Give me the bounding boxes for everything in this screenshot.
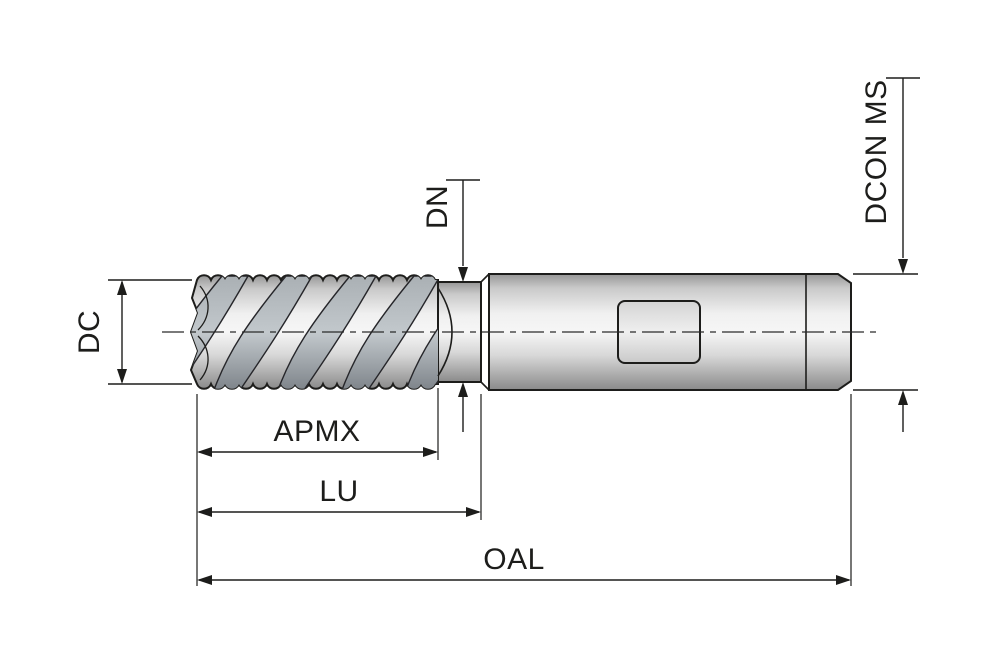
apmx-dimension bbox=[197, 447, 438, 457]
dc-dimension bbox=[108, 279, 192, 385]
oal-label: OAL bbox=[483, 543, 545, 576]
apmx-arrow-left bbox=[197, 447, 212, 457]
neck-step-chamfer-top bbox=[480, 273, 490, 283]
flute-bands bbox=[191, 275, 438, 389]
flute-band bbox=[191, 275, 250, 389]
dc-arrow-down bbox=[117, 369, 127, 384]
lu-arrow-left bbox=[197, 507, 212, 517]
dc-label: DC bbox=[73, 310, 106, 354]
dcon-label: DCON MS bbox=[860, 79, 893, 224]
end-tooth-gash-bottom bbox=[197, 335, 209, 381]
dcon-dimension bbox=[853, 77, 920, 432]
dn-arrow-up bbox=[458, 382, 468, 397]
dn-dimension bbox=[446, 179, 480, 432]
flute-band bbox=[404, 275, 438, 389]
lu-label: LU bbox=[319, 475, 358, 508]
oal-dimension bbox=[197, 575, 851, 585]
dn-label: DN bbox=[421, 185, 454, 229]
oal-arrow-right bbox=[836, 575, 851, 585]
dcon-arrow-down bbox=[898, 259, 908, 274]
length-extension-lines bbox=[196, 388, 852, 586]
tool-body bbox=[190, 273, 852, 391]
neck-step-chamfer-bottom bbox=[480, 381, 490, 391]
dn-arrow-down bbox=[458, 267, 468, 282]
flute-band bbox=[340, 275, 438, 389]
dcon-arrow-up bbox=[898, 390, 908, 405]
apmx-label: APMX bbox=[273, 415, 360, 448]
oal-arrow-left bbox=[197, 575, 212, 585]
end-tooth-gash-top bbox=[197, 285, 209, 331]
lu-dimension bbox=[197, 507, 481, 517]
dc-arrow-up bbox=[117, 280, 127, 295]
lu-arrow-right bbox=[466, 507, 481, 517]
apmx-arrow-right bbox=[423, 447, 438, 457]
